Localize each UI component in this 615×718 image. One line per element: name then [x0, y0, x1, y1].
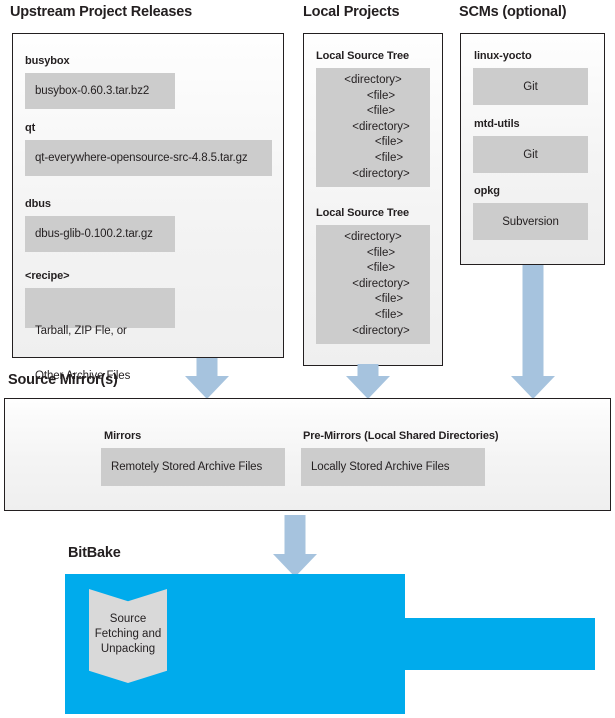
arrow-local-projects-to-mirror [346, 364, 390, 399]
tree-line: <file> [366, 89, 396, 102]
arrow-shaft [522, 265, 544, 377]
local-projects-column-title: Local Projects [303, 4, 400, 20]
arrow-shaft [284, 515, 306, 555]
arrow-upstream-to-mirror [185, 358, 229, 399]
mirrors-value: Remotely Stored Archive Files [101, 448, 285, 486]
pre-mirrors-label: Pre-Mirrors (Local Shared Directories) [303, 430, 499, 442]
arrow-head [185, 376, 229, 399]
arrow-shaft [357, 364, 379, 377]
tree-line: <file> [366, 105, 396, 118]
scms-entry-value-opkg: Subversion [473, 203, 588, 240]
task-line-3: Unpacking [100, 643, 156, 655]
recipe-value-line-2: Other Archive Files [35, 370, 131, 382]
arrow-head [346, 376, 390, 399]
tree-line: <file> [374, 293, 404, 306]
upstream-entry-label-dbus: dbus [25, 198, 51, 210]
scms-entry-label-mtd-utils: mtd-utils [474, 118, 520, 130]
tree-line: <directory> [352, 167, 410, 180]
upstream-entry-value-qt: qt-everywhere-opensource-src-4.8.5.tar.g… [25, 140, 272, 176]
scms-entry-label-opkg: opkg [474, 185, 500, 197]
source-fetching-and-unpacking-task[interactable]: Source Fetching and Unpacking [89, 589, 167, 683]
local-source-tree-listing-2: <directory> <file> <file> <directory> <f… [316, 225, 430, 344]
bitbake-block-arm [403, 618, 595, 670]
upstream-entry-label-qt: qt [25, 122, 36, 134]
scms-entry-value-mtd-utils: Git [473, 136, 588, 173]
bitbake-title: BitBake [68, 545, 121, 561]
local-source-tree-label-1: Local Source Tree [316, 50, 410, 62]
task-line-2: Fetching and [94, 628, 162, 640]
upstream-entry-label-recipe: <recipe> [25, 270, 70, 282]
arrow-head [273, 554, 317, 577]
upstream-column-title: Upstream Project Releases [10, 4, 192, 20]
upstream-entry-label-busybox: busybox [25, 55, 70, 67]
tree-line: <directory> [352, 277, 410, 290]
tree-line: <file> [366, 246, 396, 259]
source-fetching-task-label: Source Fetching and Unpacking [89, 612, 167, 657]
upstream-entry-value-busybox: busybox-0.60.3.tar.bz2 [25, 73, 175, 109]
tree-line: <file> [374, 151, 404, 164]
pre-mirrors-value: Locally Stored Archive Files [301, 448, 485, 486]
local-source-tree-label-2: Local Source Tree [316, 207, 410, 219]
arrow-scms-to-mirror [511, 265, 555, 399]
upstream-entry-value-dbus: dbus-glib-0.100.2.tar.gz [25, 216, 175, 252]
task-line-1: Source [109, 613, 147, 625]
upstream-entry-value-recipe: Tarball, ZIP Fle, or Other Archive Files [25, 288, 175, 382]
arrow-head [511, 376, 555, 399]
scms-entry-label-linux-yocto: linux-yocto [474, 50, 532, 62]
recipe-value-line-1: Tarball, ZIP Fle, or [35, 325, 127, 337]
local-source-tree-listing-1: <directory> <file> <file> <directory> <f… [316, 68, 430, 187]
tree-line: <file> [366, 262, 396, 275]
tree-line: <directory> [352, 120, 410, 133]
tree-line: <file> [374, 136, 404, 149]
tree-line: <file> [374, 308, 404, 321]
arrow-mirror-to-bitbake [273, 515, 317, 577]
arrow-shaft [196, 358, 218, 377]
source-mirror-title: Source Mirror(s) [8, 372, 118, 388]
mirrors-label: Mirrors [104, 430, 142, 442]
scms-entry-value-linux-yocto: Git [473, 68, 588, 105]
tree-line: <directory> [344, 231, 402, 243]
scms-column-title: SCMs (optional) [459, 4, 567, 20]
tree-line: <directory> [352, 324, 410, 337]
tree-line: <directory> [344, 74, 402, 86]
